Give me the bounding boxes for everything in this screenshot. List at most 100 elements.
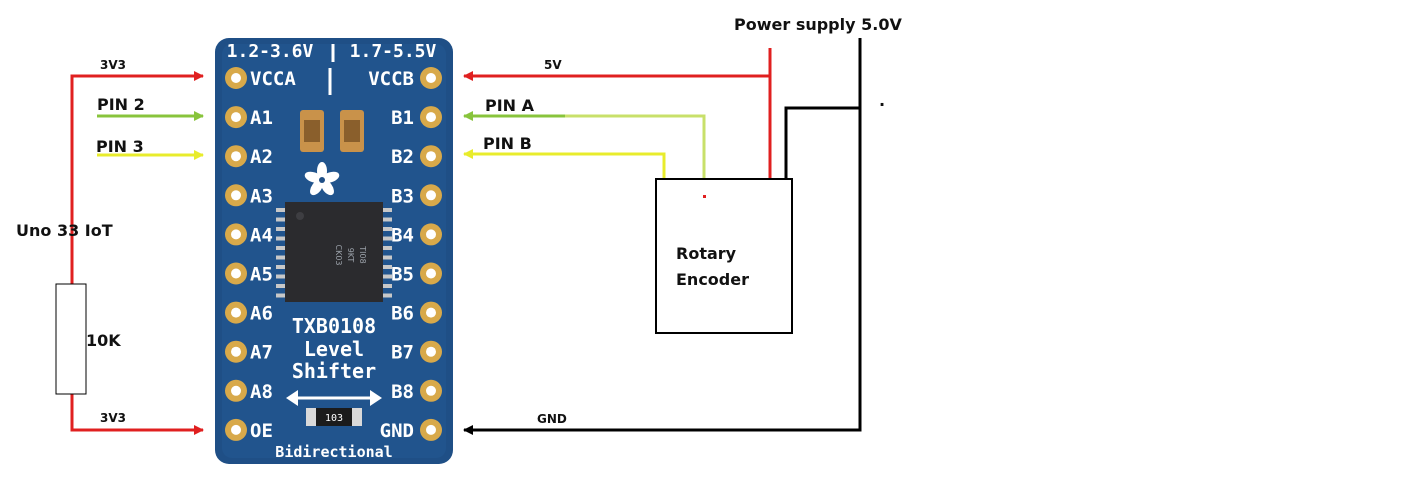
chip-leg (276, 236, 286, 241)
pin-label-b7: B7 (391, 342, 414, 364)
right-wiring: Power supply 5.0V 5V GND . PIN A PIN B R… (463, 15, 902, 435)
chip-leg (382, 217, 392, 222)
pad-a2 (225, 145, 247, 168)
pad-a4 (225, 223, 247, 246)
pad-a3 (225, 184, 247, 207)
chip-marking-3: CK03 (334, 244, 343, 265)
wire-pin-b (470, 152, 666, 181)
resistor-code: 103 (325, 413, 343, 424)
chip-leg (276, 265, 286, 269)
pin-label-a3: A3 (250, 185, 273, 207)
wire-gnd-encoder (784, 106, 860, 181)
flower-logo-icon (304, 162, 340, 196)
chip-legs-left (276, 208, 286, 298)
board-name-line1: TXB0108 (292, 314, 376, 338)
label-pin3: PIN 3 (96, 137, 144, 156)
chip-leg (276, 227, 286, 231)
wire-5v (470, 48, 772, 78)
label-10k: 10K (86, 331, 121, 350)
voltage-left-label: 1.2-3.6V (227, 41, 314, 62)
label-5v: 5V (544, 58, 562, 72)
label-3v3-oe: 3V3 (100, 411, 126, 425)
pin-label-a2: A2 (250, 146, 273, 168)
chip-leg (276, 217, 286, 222)
pad-vccb (420, 67, 442, 89)
voltage-right-label: 1.7-5.5V (350, 41, 437, 62)
board-name-line3: Shifter (292, 359, 376, 383)
chip-leg (382, 246, 392, 250)
pad-b8 (420, 379, 442, 402)
pad-a5 (225, 262, 247, 285)
chip-leg (382, 284, 392, 288)
encoder-label-line2: Encoder (676, 270, 749, 289)
wire-gnd (470, 38, 862, 432)
encoder-label-line1: Rotary (676, 244, 737, 263)
label-mcu: Uno 33 IoT (16, 221, 113, 240)
bidirectional-arrow-icon (286, 390, 382, 406)
encoder-red-tick (703, 195, 706, 198)
label-dot: . (879, 91, 885, 110)
chip-leg (382, 274, 392, 279)
pad-a8 (225, 379, 247, 402)
chip-marking-2: 9KT (346, 248, 355, 263)
pin-label-gnd: GND (380, 420, 414, 442)
pin-label-b5: B5 (391, 264, 414, 286)
chip-legs-right (382, 208, 392, 298)
pad-b7 (420, 340, 442, 363)
label-pin-b: PIN B (483, 134, 532, 153)
right-pad-column (420, 67, 442, 441)
pad-b3 (420, 184, 442, 207)
pad-oe (225, 418, 247, 441)
board-name-line2: Level (304, 337, 364, 361)
pad-b4 (420, 223, 442, 246)
chip-leg (276, 284, 286, 288)
pin-label-b8: B8 (391, 381, 414, 403)
pad-b2 (420, 145, 442, 168)
pin-label-b6: B6 (391, 303, 414, 325)
pad-b6 (420, 301, 442, 324)
pin-label-b2: B2 (391, 146, 414, 168)
label-pin2: PIN 2 (97, 95, 145, 114)
chip-leg (382, 227, 392, 231)
chip-leg (382, 236, 392, 241)
chip-marking-1: TI08 (358, 245, 367, 263)
chip-leg (276, 274, 286, 279)
chip-leg (276, 246, 286, 250)
resistor-10k (55, 283, 87, 395)
left-wiring: 3V3 3V3 PIN 2 PIN 3 Uno 33 IoT 10K (16, 58, 204, 435)
pad-a1 (225, 106, 247, 129)
pad-a6 (225, 301, 247, 324)
label-gnd: GND (537, 412, 567, 426)
capacitor-left (300, 110, 324, 152)
pin-label-a4: A4 (250, 224, 273, 246)
rotary-encoder-box (655, 178, 793, 334)
capacitor-right (340, 110, 364, 152)
chip-leg (382, 293, 392, 298)
chip-leg (276, 255, 286, 260)
pad-gnd (420, 418, 442, 441)
chip-leg (276, 208, 286, 212)
power-supply-label: Power supply 5.0V (734, 15, 902, 34)
label-pin-a: PIN A (485, 96, 535, 115)
board-footer: Bidirectional (275, 443, 392, 461)
chip-leg (382, 208, 392, 212)
pin-label-a8: A8 (250, 381, 273, 403)
pad-b5 (420, 262, 442, 285)
ic-chip: TI08 9KT CK03 (276, 202, 392, 302)
smd-resistor: 103 (306, 408, 362, 426)
pad-b1 (420, 106, 442, 129)
wire-3v3-rail (70, 74, 200, 432)
pin-label-a7: A7 (250, 342, 273, 364)
pin-label-b4: B4 (391, 224, 414, 246)
chip-leg (382, 255, 392, 260)
left-pad-column (225, 67, 247, 441)
pin-label-vccb: VCCB (368, 68, 414, 90)
level-shifter-board: 1.2-3.6V 1.7-5.5V VCCAA1A2A3A4A5A6A7A8OE… (215, 38, 453, 464)
pin-label-vcca: VCCA (250, 68, 296, 90)
pin-label-b1: B1 (391, 107, 414, 129)
chip-leg (382, 265, 392, 269)
chip-leg (276, 293, 286, 298)
